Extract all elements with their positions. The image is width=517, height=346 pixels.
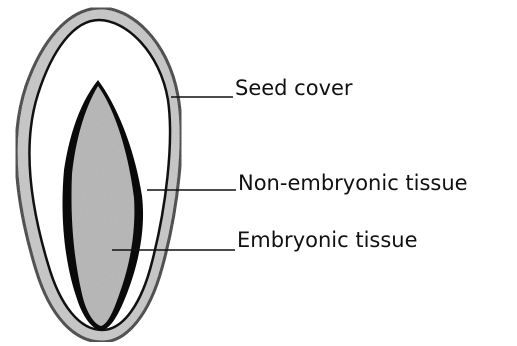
- label-non-embryonic-tissue: Non-embryonic tissue: [238, 173, 468, 194]
- label-seed-cover: Seed cover: [235, 78, 353, 99]
- label-embryonic-tissue: Embryonic tissue: [237, 230, 418, 251]
